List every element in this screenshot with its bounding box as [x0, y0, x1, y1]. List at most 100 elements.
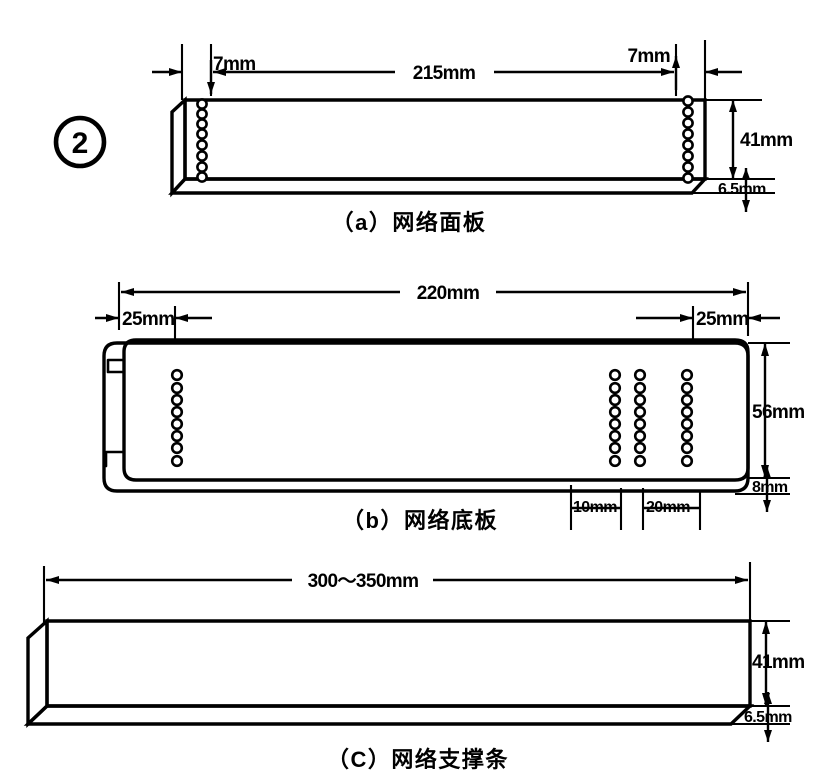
hole [170, 454, 184, 468]
view-b-left-flange-tab [106, 358, 126, 374]
hole [682, 117, 694, 129]
view-c-arrow-length-left [46, 576, 59, 584]
view-a-arrow-right-margin [705, 68, 718, 76]
hole [170, 368, 184, 382]
view-b-depth-label: 8mm [752, 479, 788, 496]
hole [608, 405, 622, 419]
view-b-group: 220mm 25mm 25mm [95, 282, 805, 533]
view-c-arrow-depth-up [764, 692, 772, 704]
hole [608, 381, 622, 395]
hole [680, 381, 694, 395]
hole [682, 106, 694, 118]
view-a-arrow-height-up [729, 100, 737, 112]
figure-number-badge: 2 [53, 115, 107, 169]
view-c-caption: （C）网络支撑条 [327, 747, 509, 772]
view-b-left-margin-label: 25mm [122, 309, 175, 330]
view-c-front-face [45, 619, 752, 708]
hole [608, 368, 622, 382]
view-a-arrow-left-margin [169, 68, 182, 76]
view-a-arrow-right-margin-up [672, 56, 680, 68]
view-b-hole-spacing-inner-label: 10mm [573, 499, 617, 516]
view-b-left-flange-lower [104, 450, 126, 468]
view-a-left-margin-label: 7mm [213, 54, 256, 75]
view-a-hole-column-right [682, 95, 694, 184]
view-a-right-margin-label: 7mm [627, 46, 670, 67]
view-a-arrow-width-left [213, 68, 226, 76]
hole [682, 139, 694, 151]
view-c-arrow-height-up [762, 621, 770, 634]
view-b-arrow-left-margin-in [106, 314, 119, 322]
hole [196, 150, 208, 162]
hole [633, 405, 647, 419]
view-b-arrow-left-margin-out [175, 314, 188, 322]
hole [608, 441, 622, 455]
view-c-bottom-face [23, 704, 755, 726]
view-b-width-label: 220mm [417, 283, 480, 304]
hole [170, 393, 184, 407]
view-b-hole-column-right-2 [633, 368, 647, 468]
view-c-length-label: 300～350mm [308, 571, 419, 592]
hole [682, 128, 694, 140]
view-a-group: 215mm 7mm 7mm [152, 40, 793, 235]
view-a-front-face [183, 98, 707, 181]
view-a-width-label: 215mm [413, 63, 476, 84]
hole [680, 429, 694, 443]
view-b-arrow-right-margin-out [748, 314, 761, 322]
view-b-back-slab [102, 341, 750, 493]
view-b-arrow-height-up [761, 343, 769, 356]
hole [680, 368, 694, 382]
view-b-arrow-width-right [733, 288, 746, 296]
hole [682, 172, 694, 184]
view-c-group: 300～350mm 41mm 6.5mm （C）网络支撑条 [23, 562, 805, 772]
hole [608, 417, 622, 431]
view-b-hole-column-left [170, 368, 184, 468]
hole [170, 405, 184, 419]
view-a-height-label: 41mm [740, 130, 793, 151]
view-b-arrow-depth-down [763, 500, 771, 512]
hole [633, 454, 647, 468]
view-a-arrow-width-right [661, 68, 674, 76]
hole [196, 161, 208, 173]
view-b-hole-spacing-outer-label: 20mm [646, 499, 690, 516]
hole [682, 161, 694, 173]
hole [170, 417, 184, 431]
view-a-bottom-face [168, 177, 709, 195]
hole [680, 393, 694, 407]
hole [196, 171, 208, 183]
view-c-arrow-depth-down [764, 730, 772, 742]
view-c-height-label: 41mm [752, 652, 805, 673]
circled-number-icon [53, 115, 107, 169]
hole [196, 98, 208, 110]
hole [633, 441, 647, 455]
view-b-hole-column-right-1 [608, 368, 622, 468]
hole [170, 381, 184, 395]
hole [682, 95, 694, 107]
figure-number-label: 2 [72, 127, 89, 160]
hole [196, 108, 208, 120]
view-b-arrow-right-margin-in [680, 314, 693, 322]
view-a-arrow-depth-up [742, 168, 750, 179]
hole [608, 429, 622, 443]
view-a-depth-label: 6.5mm [718, 181, 766, 198]
hole [608, 393, 622, 407]
hole [633, 368, 647, 382]
hole [633, 393, 647, 407]
view-b-front-plate [122, 338, 750, 482]
view-a-hole-column-left [196, 98, 208, 183]
hole [170, 441, 184, 455]
view-b-height-label: 56mm [752, 402, 805, 423]
view-b-arrow-depth-up [763, 466, 771, 478]
view-b-caption: （b）网络底板 [342, 508, 498, 533]
view-a-caption: （a）网络面板 [332, 210, 487, 235]
hole [608, 454, 622, 468]
view-c-arrow-length-right [735, 576, 748, 584]
hole [633, 429, 647, 443]
view-a-arrow-depth-down [742, 200, 750, 212]
hole [633, 381, 647, 395]
hole [680, 405, 694, 419]
view-b-hole-column-right-3 [680, 368, 694, 468]
hole [680, 417, 694, 431]
hole [196, 118, 208, 130]
